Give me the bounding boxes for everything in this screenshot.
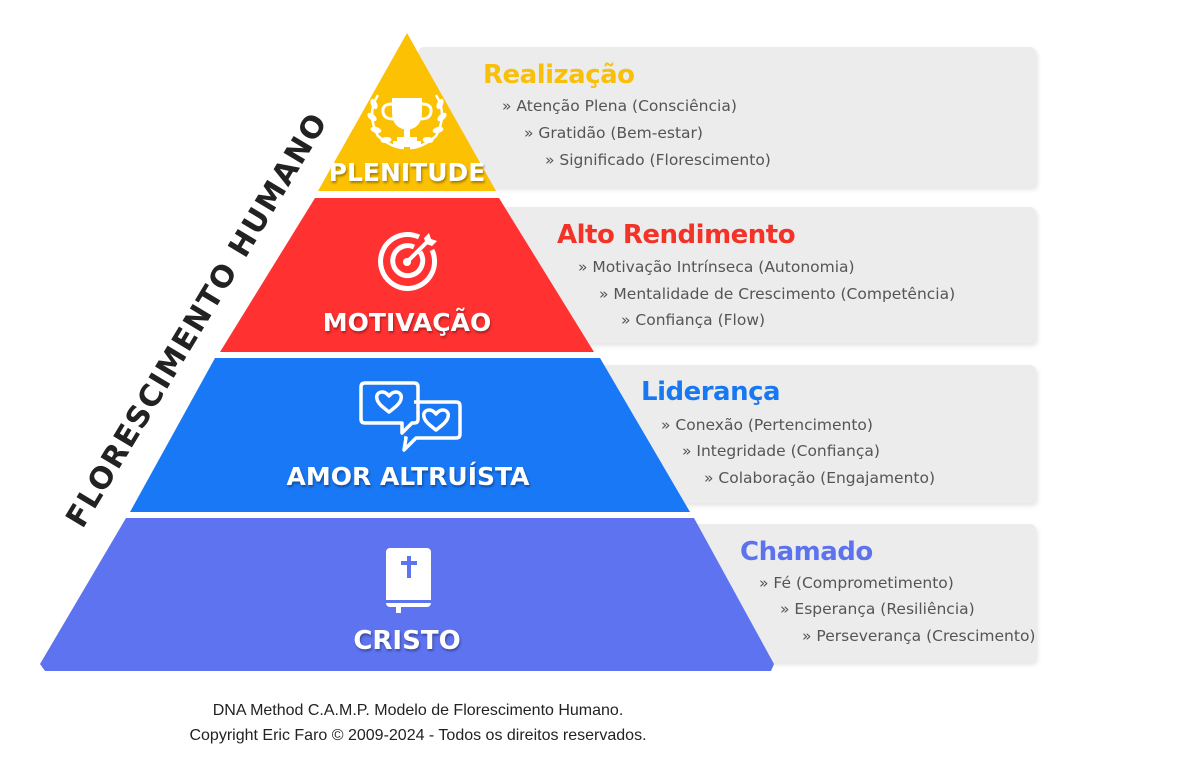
list-item: » Integridade (Confiança): [682, 442, 880, 460]
panel-alto-rendimento: [493, 207, 1036, 343]
list-item: » Motivação Intrínseca (Autonomia): [578, 258, 855, 276]
panel-title-chamado: Chamado: [740, 537, 873, 567]
panel-title-alto-rendimento: Alto Rendimento: [557, 220, 796, 250]
list-item: » Gratidão (Bem-estar): [524, 124, 703, 142]
tier-label-motivacao: MOTIVAÇÃO: [322, 308, 492, 337]
list-item: » Mentalidade de Crescimento (Competênci…: [599, 285, 956, 303]
target-icon: [378, 231, 438, 291]
tier-label-plenitude: PLENITUDE: [328, 158, 486, 187]
list-item: » Perseverança (Crescimento): [802, 627, 1036, 645]
list-item: » Atenção Plena (Consciência): [502, 97, 737, 115]
list-item: » Colaboração (Engajamento): [704, 469, 936, 487]
list-item: » Esperança (Resiliência): [780, 600, 975, 618]
heart-chat-icon: [359, 381, 462, 452]
tier-label-cristo: CRISTO: [353, 626, 461, 656]
list-item: » Conexão (Pertencimento): [661, 416, 873, 434]
panel-title-lideranca: Liderança: [641, 377, 781, 407]
footer-line-1: DNA Method C.A.M.P. Modelo de Florescime…: [212, 702, 624, 719]
list-item: » Significado (Florescimento): [545, 151, 771, 169]
list-item: » Fé (Comprometimento): [759, 574, 954, 592]
list-item: » Confiança (Flow): [621, 311, 766, 329]
panel-realizacao: [418, 47, 1036, 187]
tier-amor-altruista: [130, 358, 690, 512]
footer-line-2: Copyright Eric Faro © 2009-2024 - Todos …: [189, 727, 647, 744]
panel-title-realizacao: Realização: [483, 60, 635, 90]
bible-icon: [386, 548, 431, 613]
trophy-icon: [367, 94, 447, 150]
tier-label-amor-altruista: AMOR ALTRUÍSTA: [286, 462, 530, 491]
